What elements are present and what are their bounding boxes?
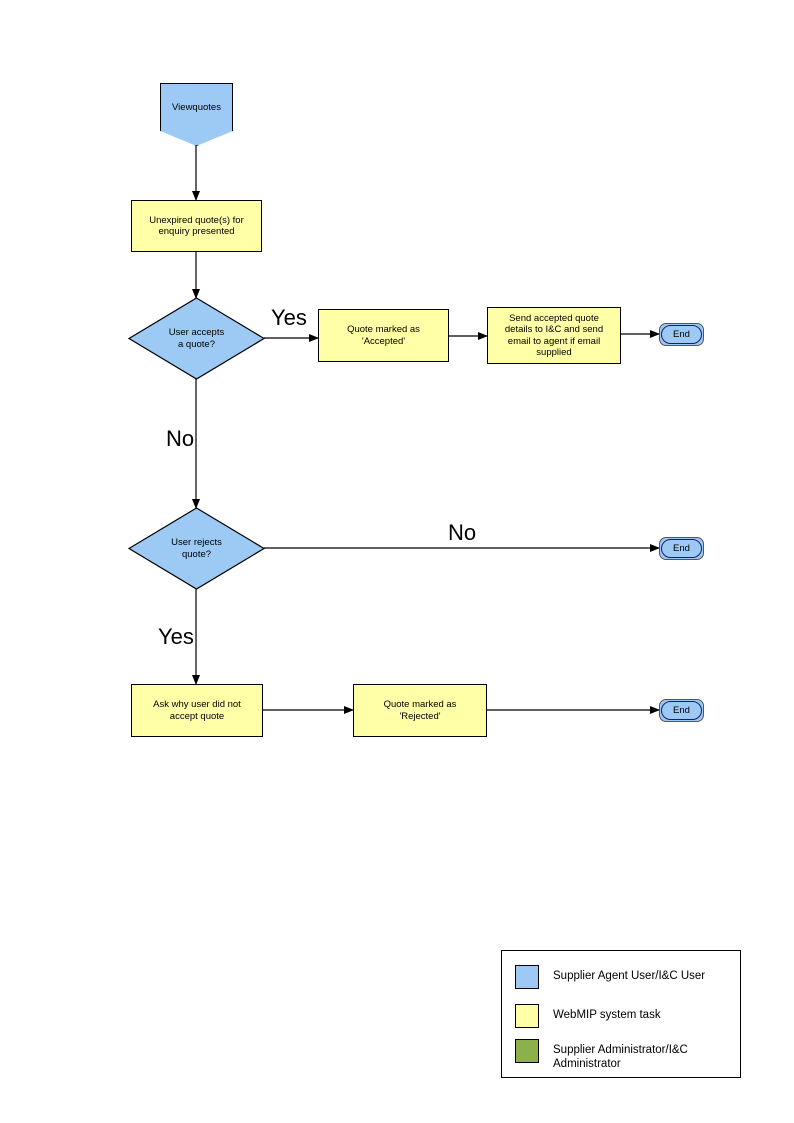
node-quote-marked-rejected[interactable]: Quote marked as 'Rejected' bbox=[353, 684, 487, 737]
legend-item-webmip-task: WebMIP system task bbox=[515, 1004, 661, 1028]
node-decision-user-accepts[interactable]: User accepts a quote? bbox=[129, 298, 264, 379]
legend-swatch-blue bbox=[515, 965, 539, 989]
edge-label-accept-yes: Yes bbox=[271, 305, 307, 330]
node-send-accepted-details[interactable]: Send accepted quote details to I&C and s… bbox=[487, 307, 621, 364]
decision-reject-shape bbox=[127, 507, 266, 590]
node-end-no-reject[interactable]: End bbox=[661, 539, 702, 558]
node-start-viewquotes[interactable]: Viewquotes bbox=[160, 83, 233, 146]
legend-item-supplier-admin: Supplier Administrator/I&C Administrator bbox=[515, 1039, 688, 1072]
node-decision-user-rejects[interactable]: User rejects quote? bbox=[129, 508, 264, 589]
decision-accept-shape bbox=[127, 297, 266, 380]
legend-swatch-yellow bbox=[515, 1004, 539, 1028]
edge-label-accept-no: No bbox=[166, 426, 195, 451]
node-quote-marked-accepted[interactable]: Quote marked as 'Accepted' bbox=[318, 309, 449, 362]
decision-reject-label: User rejects quote? bbox=[171, 537, 222, 560]
node-ask-why-not-accepted[interactable]: Ask why user did not accept quote bbox=[131, 684, 263, 737]
legend-box: Supplier Agent User/I&C User WebMIP syst… bbox=[501, 950, 741, 1078]
node-unexpired-quotes[interactable]: Unexpired quote(s) for enquiry presented bbox=[131, 200, 262, 252]
legend-label-supplier-agent: Supplier Agent User/I&C User bbox=[553, 970, 706, 982]
node-end-accepted[interactable]: End bbox=[661, 325, 702, 344]
edge-label-reject-yes: Yes bbox=[158, 624, 194, 649]
legend-label-webmip-task: WebMIP system task bbox=[553, 1009, 661, 1021]
node-end-rejected[interactable]: End bbox=[661, 701, 702, 720]
legend-swatch-green bbox=[515, 1039, 539, 1063]
decision-accept-label: User accepts a quote? bbox=[168, 327, 225, 350]
legend-label-supplier-admin: Supplier Administrator/I&C Administrator bbox=[553, 1044, 688, 1071]
legend-item-supplier-agent: Supplier Agent User/I&C User bbox=[515, 965, 705, 989]
edge-label-reject-no: No bbox=[448, 520, 477, 545]
